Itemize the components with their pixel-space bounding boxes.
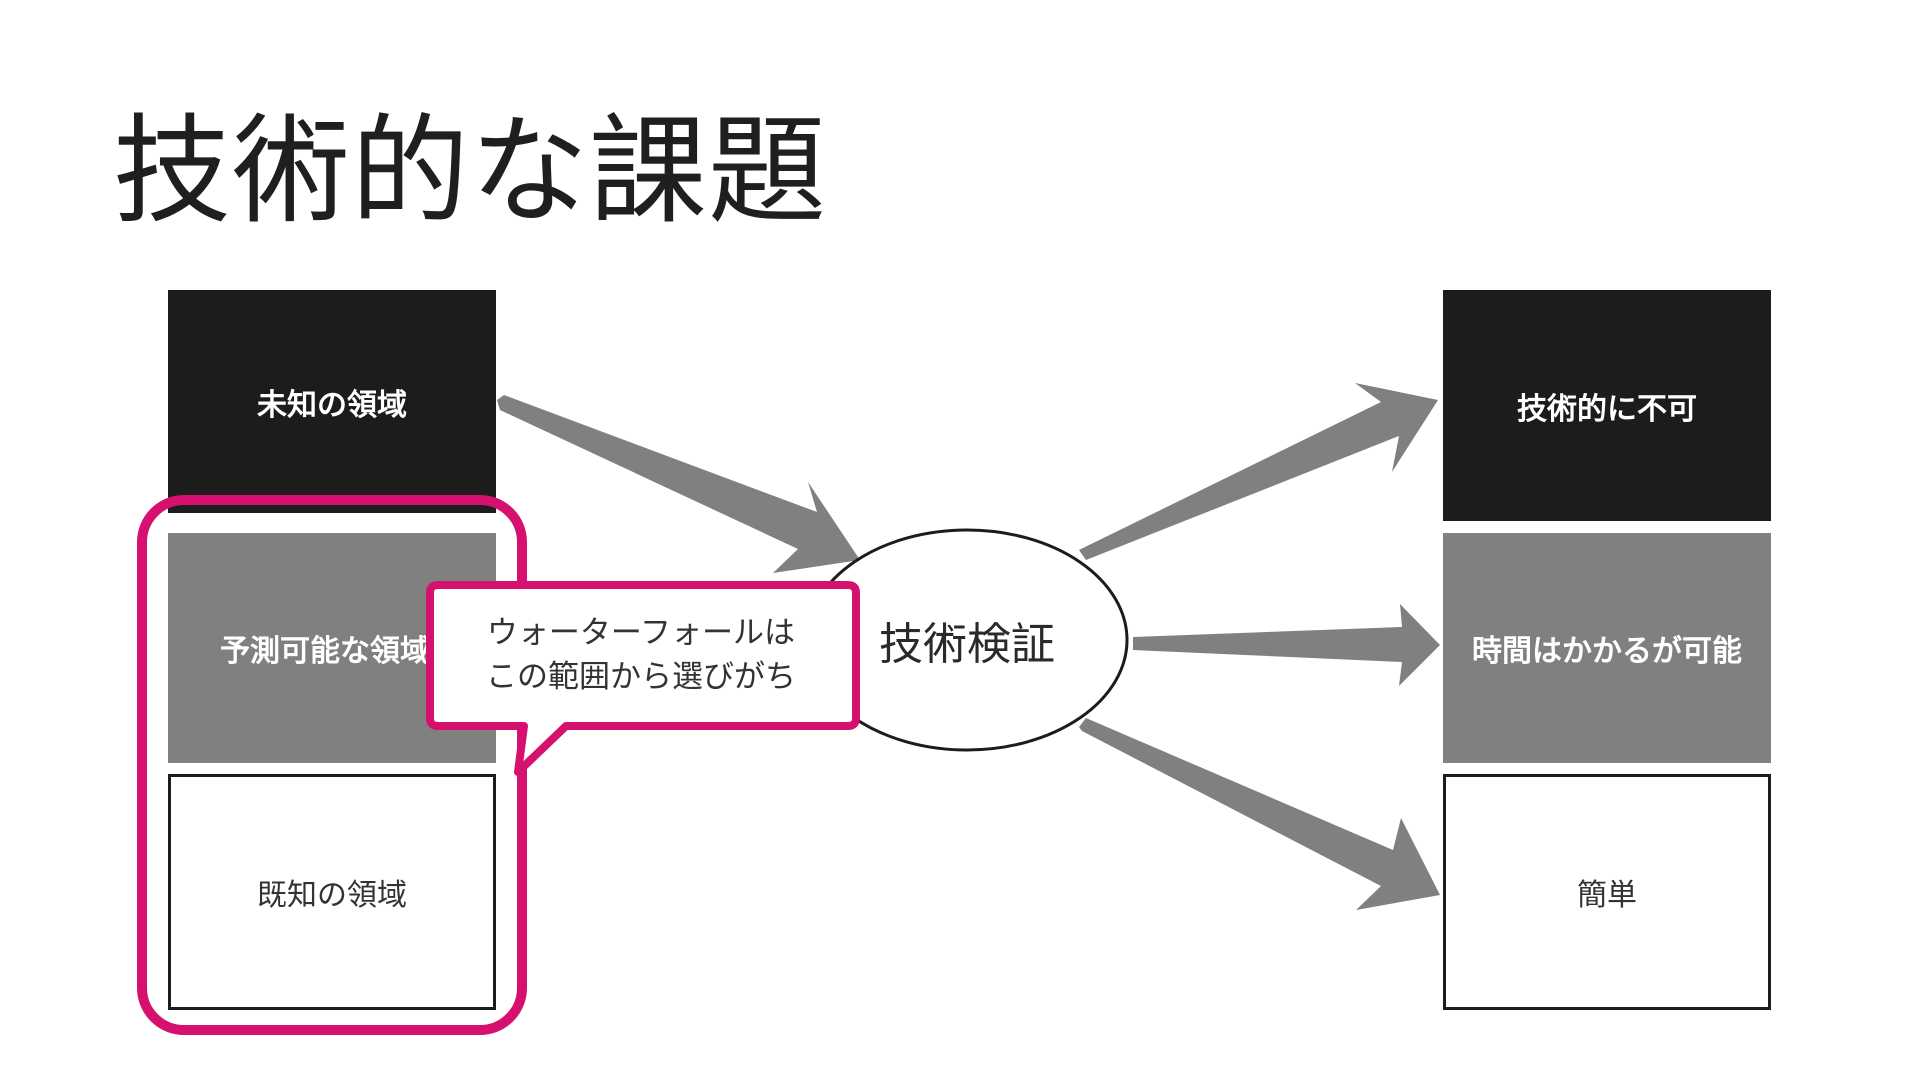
arrow-verification-to-takes-time xyxy=(1133,604,1440,686)
easy-box: 簡単 xyxy=(1443,774,1771,1010)
arrow-verification-to-easy xyxy=(1079,718,1440,910)
callout-line-2: この範囲から選びがち xyxy=(486,659,796,695)
easy-label: 簡単 xyxy=(1577,878,1637,913)
technically-impossible-box: 技術的に不可 xyxy=(1443,290,1771,521)
takes-time-possible-box: 時間はかかるが可能 xyxy=(1443,533,1771,763)
unknown-domain-label: 未知の領域 xyxy=(257,387,407,423)
known-domain-label: 既知の領域 xyxy=(257,878,407,913)
callout-text: ウォーターフォールは この範囲から選びがち xyxy=(430,590,852,720)
known-domain-box: 既知の領域 xyxy=(168,774,496,1010)
verification-label: 技術検証 xyxy=(879,619,1055,670)
takes-time-possible-label: 時間はかかるが可能 xyxy=(1472,634,1742,669)
predictable-domain-label: 予測可能な領域 xyxy=(220,634,430,669)
callout-line-1: ウォーターフォールは xyxy=(486,614,796,651)
arrow-verification-to-impossible xyxy=(1079,383,1438,560)
technically-impossible-label: 技術的に不可 xyxy=(1517,391,1697,427)
unknown-domain-box: 未知の領域 xyxy=(168,290,496,513)
arrow-unknown-to-verification xyxy=(497,395,860,573)
slide-title: 技術的な課題 xyxy=(113,102,828,240)
